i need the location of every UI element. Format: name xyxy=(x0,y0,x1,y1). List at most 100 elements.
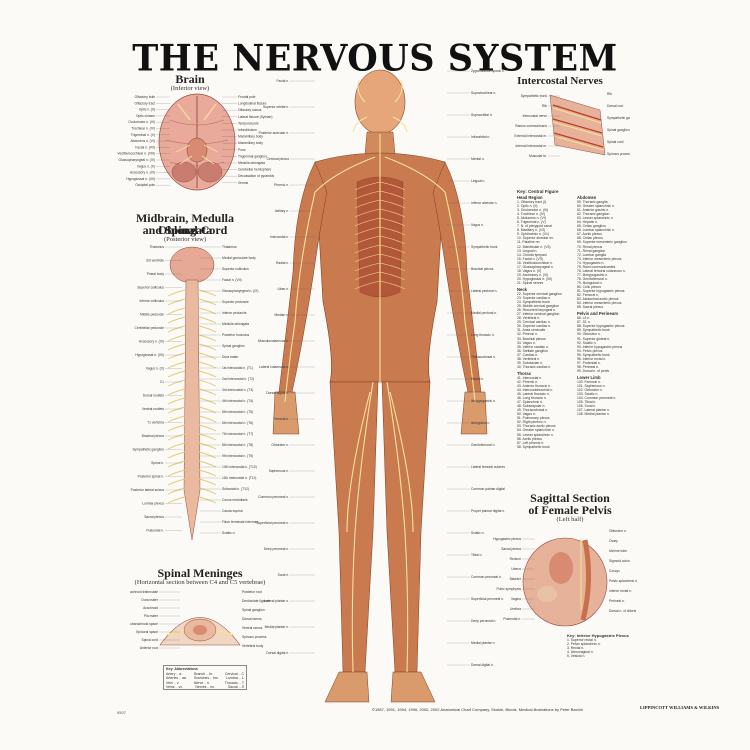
spinal-nerve-branch xyxy=(198,460,217,468)
anatomy-label: Supratrochlear n. xyxy=(471,91,496,95)
anatomy-label: Lumbar plexus xyxy=(142,502,164,506)
anatomy-label: Internal intercostal m. xyxy=(515,144,547,148)
pelvis-key: Key: Inferior Hypogastric Plexus 1. Supe… xyxy=(567,633,637,658)
key-item: 5. Abducens n. (VI) xyxy=(517,216,546,221)
midbrain xyxy=(169,246,215,284)
spinal-nerve-branch xyxy=(198,388,217,396)
anatomy-label: Deep peroneal n. xyxy=(264,547,289,551)
anatomy-label: Cerebellar peduncle xyxy=(134,326,164,330)
key-item: 106. Sural n. xyxy=(577,404,597,409)
key-item: 108. Medial plantar n. xyxy=(577,412,610,417)
brain-section-subtitle: (Inferior view) xyxy=(170,85,210,92)
key-item: 18. Vagus n. (X) xyxy=(517,268,542,273)
anatomy-label: Trigeminal n. (V) xyxy=(131,133,155,137)
key-item: 82. Femoral n. xyxy=(577,293,599,298)
nerve-path xyxy=(384,156,476,403)
anatomy-label: Hypoglossal n. (XII) xyxy=(135,353,164,357)
anatomy-label: Denticulate ligament xyxy=(242,599,270,603)
anatomy-label: Superior colliculus xyxy=(137,286,164,290)
anatomy-label: Mental n. xyxy=(471,157,485,161)
spinal-nerve-branch xyxy=(167,415,186,423)
anatomy-label: Superior colliculus xyxy=(222,267,249,271)
bladder-shape xyxy=(537,586,557,602)
cerebellum-left xyxy=(171,161,197,183)
anatomy-label: 11th intercostal n. (T11) xyxy=(222,476,256,480)
anatomy-label: Subcostal n. (T12) xyxy=(222,487,249,491)
key-item: 46. Long thoracic n. xyxy=(517,396,547,401)
intercostal-nerve-path xyxy=(354,235,406,245)
nerve-path xyxy=(352,116,368,133)
key-item: 7. N. of pterygoid canal xyxy=(517,224,552,229)
spinal-roots xyxy=(165,629,235,636)
spinal-nerve-branch xyxy=(167,433,186,441)
anatomy-label: Sciatic n. xyxy=(222,531,235,535)
key-item: 8. Maxillary n. (V2) xyxy=(517,228,546,233)
abbreviation-row: Veins .. vv.Nerves .. nn.Sacral .. S xyxy=(164,685,246,689)
spinal-nerve-branch xyxy=(167,361,186,369)
pelvis-key-item: 2. Pelvic splanchnic n. xyxy=(567,642,601,647)
key-item: 10. Superior alveolar nn. xyxy=(517,236,554,241)
key-item: 60. Greater splanchnic n. xyxy=(577,204,615,209)
anatomy-label: 9th intercostal n. (T9) xyxy=(222,454,253,458)
anatomy-label: Common palmar digital n. xyxy=(471,487,505,491)
key-item: 44. Intercostobrachial n. xyxy=(517,388,554,393)
anatomy-label: Obturator n. xyxy=(609,529,627,533)
key-item: 40. Thoracic cardiac n. xyxy=(517,364,552,369)
key-item: 27. Inferior cervical ganglion xyxy=(517,312,560,317)
key-item: 67. Aortic plexus xyxy=(577,232,602,237)
anatomy-label: Vagus n. (X) xyxy=(137,164,155,168)
key-group-heading: Thorax xyxy=(517,370,531,376)
anatomy-label: Dura mater xyxy=(222,355,239,359)
key-item: 9. Ophthalmic n. (V1) xyxy=(517,232,550,237)
anatomy-label: Thalamus xyxy=(150,245,165,249)
anatomy-label: Facial n. (VII) xyxy=(135,145,155,149)
anatomy-label: 10th intercostal n. (T10) xyxy=(222,465,257,469)
anatomy-label: Hypoglossal n. (XII) xyxy=(126,177,155,181)
anatomy-label: Uterine tube xyxy=(609,549,627,553)
key-item: 96. Inferior rectal n. xyxy=(577,356,607,361)
key-item: 15. Facial n. (VII) xyxy=(517,256,543,261)
spinal-nerve-branch xyxy=(167,487,186,495)
central-body-figure: Facial n.Superior orbital n.Posterior au… xyxy=(256,69,505,703)
key-item: 73. Inferior mesenteric plexus xyxy=(577,256,622,261)
central-key-title: Key: Central Figure xyxy=(517,189,559,194)
anatomy-label: Dura mater xyxy=(142,598,159,602)
anatomy-label: Epidural space xyxy=(136,630,158,634)
right-arm xyxy=(278,161,328,398)
key-item: 93. Inferior hypogastric plexus xyxy=(577,344,623,349)
cranial-nerves xyxy=(175,144,219,165)
anatomy-label: Hypogastric plexus xyxy=(493,537,521,541)
spinal-nerve-branch xyxy=(167,424,186,432)
key-item: 76. Lateral femoral cutaneous n. xyxy=(577,268,626,273)
key-item: 64. Hepatic n. xyxy=(577,220,598,225)
key-item: 31. Ansa cervicalis xyxy=(517,328,546,333)
key-item: 19. Accessory n. (XI) xyxy=(517,272,549,277)
spinal-nerve-branch xyxy=(167,307,186,315)
anatomy-label: Medial plantar n. xyxy=(471,641,495,645)
anatomy-label: 3rd intercostal n. (T3) xyxy=(222,388,253,392)
copyright: ©1987, 1991, 1994, 1996, 2000, 2002 Anat… xyxy=(372,707,583,712)
cerebellum-right xyxy=(197,161,223,183)
anatomy-label: Cerebellar hemisphere xyxy=(238,168,272,172)
anatomy-label: Zygomaticotemporal n. xyxy=(471,69,505,73)
spinal-nerve-branch xyxy=(167,406,186,414)
spinal-nerve-branch xyxy=(167,442,186,450)
abbreviation-entry: Branch .. br. xyxy=(194,672,213,676)
left-leg xyxy=(381,381,431,673)
spinal-nerve-branch xyxy=(167,325,186,333)
spinal-nerve-branch xyxy=(198,370,217,378)
key-item: 102. Obturator n. xyxy=(577,388,603,393)
spinal-nerve-branch xyxy=(198,307,217,315)
anatomy-label: Sacral plexus xyxy=(144,515,164,519)
key-item: 87. S1 n. xyxy=(577,320,591,325)
anatomy-label: Ventral ramus xyxy=(242,626,263,630)
anatomy-label: Dorsal rootlets xyxy=(143,394,165,398)
abbreviations-key: Key: Abbreviations Artery .. a.Branch ..… xyxy=(163,665,247,691)
key-item: 86. L5 n. xyxy=(577,316,591,321)
anatomy-label: Radial n. xyxy=(471,377,484,381)
anatomy-label: Saphenous n. xyxy=(269,469,289,473)
key-item: 78. Genitofemoral n. xyxy=(577,276,608,281)
